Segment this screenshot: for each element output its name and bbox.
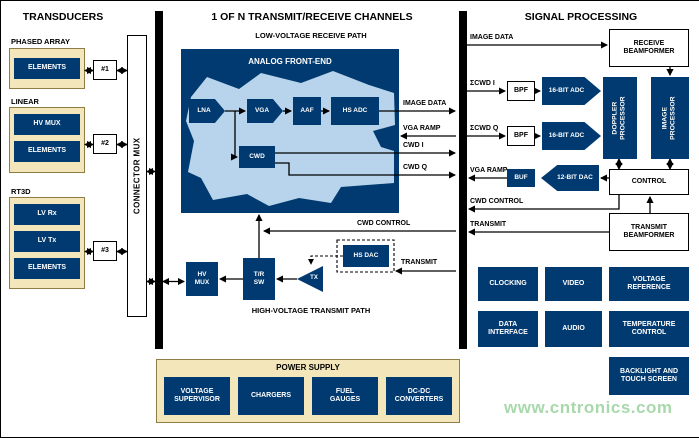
clocking-block: CLOCKING xyxy=(478,267,538,301)
high-voltage-transmit-path-label: HIGH-VOLTAGE TRANSMIT PATH xyxy=(251,306,371,315)
voltage-reference-block: VOLTAGE REFERENCE xyxy=(609,267,689,301)
afe-title: ANALOG FRONT-END xyxy=(248,57,332,66)
analog-front-end-box xyxy=(181,49,399,213)
port-2-box: #2 xyxy=(93,134,117,154)
section-header-signal-processing: SIGNAL PROCESSING xyxy=(524,11,638,23)
vga-ramp-label-right: VGA RAMP xyxy=(470,167,508,174)
hs-dac-block: HS DAC xyxy=(343,245,389,267)
power-supply-title: POWER SUPPLY xyxy=(276,363,340,372)
elements-block-rt3d: ELEMENTS xyxy=(14,258,80,279)
sum-cwd-q-label: ΣCWD Q xyxy=(470,125,499,132)
bpf-block-i: BPF xyxy=(507,81,535,101)
doppler-processor-block: DOPPLER PROCESSOR xyxy=(603,77,637,159)
linear-label: LINEAR xyxy=(11,97,39,106)
channel-divider-bar-right xyxy=(459,11,467,349)
control-block: CONTROL xyxy=(609,169,689,195)
cwd-control-label-center: CWD CONTROL xyxy=(357,220,411,227)
dac-12bit-block: 12-BIT DAC xyxy=(541,165,599,191)
bpf-block-q: BPF xyxy=(507,126,535,146)
fuel-gauges-block: FUEL GAUGES xyxy=(312,377,378,415)
backlight-touchscreen-block: BACKLIGHT AND TOUCH SCREEN xyxy=(609,357,689,395)
transmit-label-center: TRANSMIT xyxy=(401,259,438,266)
phased-array-label: PHASED ARRAY xyxy=(11,37,71,46)
voltage-supervisor-block: VOLTAGE SUPERVISOR xyxy=(164,377,230,415)
cwd-q-label: CWD Q xyxy=(403,164,428,171)
temperature-control-block: TEMPERATURE CONTROL xyxy=(609,311,689,347)
lv-rx-block: LV Rx xyxy=(14,204,80,225)
vga-ramp-label-center: VGA RAMP xyxy=(403,125,441,132)
aaf-block: AAF xyxy=(293,97,321,125)
tx-amp-block: TX xyxy=(297,266,323,292)
audio-block: AUDIO xyxy=(545,311,602,347)
chargers-block: CHARGERS xyxy=(238,377,304,415)
doppler-processor-label: DOPPLER PROCESSOR xyxy=(611,96,627,140)
buf-block: BUF xyxy=(507,169,535,187)
adc-16bit-block-q: 16-BIT ADC xyxy=(542,122,601,150)
adc-16bit-block-i: 16-BIT ADC xyxy=(542,77,601,105)
section-header-transducers: TRANSDUCERS xyxy=(22,11,104,23)
section-header-channels: 1 OF N TRANSMIT/RECEIVE CHANNELS xyxy=(211,11,413,23)
tr-switch-block: T/R SW xyxy=(243,258,275,300)
lv-tx-block: LV Tx xyxy=(14,231,80,252)
hv-mux-block-transmit: HV MUX xyxy=(186,262,218,296)
image-data-label-right: IMAGE DATA xyxy=(470,34,514,41)
connector-mux-label: CONNECTOR MUX xyxy=(132,137,142,215)
dcdc-converters-block: DC-DC CONVERTERS xyxy=(386,377,452,415)
image-data-label-center: IMAGE DATA xyxy=(403,100,447,107)
hs-adc-block: HS ADC xyxy=(331,97,379,125)
image-processor-label: IMAGE PROCESSOR xyxy=(661,96,677,140)
low-voltage-receive-path-label: LOW-VOLTAGE RECEIVE PATH xyxy=(255,31,367,40)
cwd-i-label: CWD I xyxy=(403,142,424,149)
channel-divider-bar-left xyxy=(155,11,163,349)
elements-block-linear: ELEMENTS xyxy=(14,141,80,162)
elements-block-phased-array: ELEMENTS xyxy=(14,58,80,79)
connector-mux-block: CONNECTOR MUX xyxy=(127,35,147,317)
cwd-block: CWD xyxy=(239,146,275,168)
port-1-box: #1 xyxy=(93,60,117,80)
transmit-label-right: TRANSMIT xyxy=(470,221,507,228)
watermark: www.cntronics.com xyxy=(504,398,673,417)
transmit-beamformer-block: TRANSMIT BEAMFORMER xyxy=(609,213,689,251)
hv-mux-block-linear: HV MUX xyxy=(14,114,80,135)
image-processor-block: IMAGE PROCESSOR xyxy=(651,77,689,159)
sum-cwd-i-label: ΣCWD I xyxy=(470,80,495,87)
rt3d-label: RT3D xyxy=(11,187,31,196)
data-interface-block: DATA INTERFACE xyxy=(478,311,538,347)
receive-beamformer-block: RECEIVE BEAMFORMER xyxy=(609,29,689,67)
video-block: VIDEO xyxy=(545,267,602,301)
cwd-control-label-right: CWD CONTROL xyxy=(470,198,524,205)
port-3-box: #3 xyxy=(93,241,117,261)
